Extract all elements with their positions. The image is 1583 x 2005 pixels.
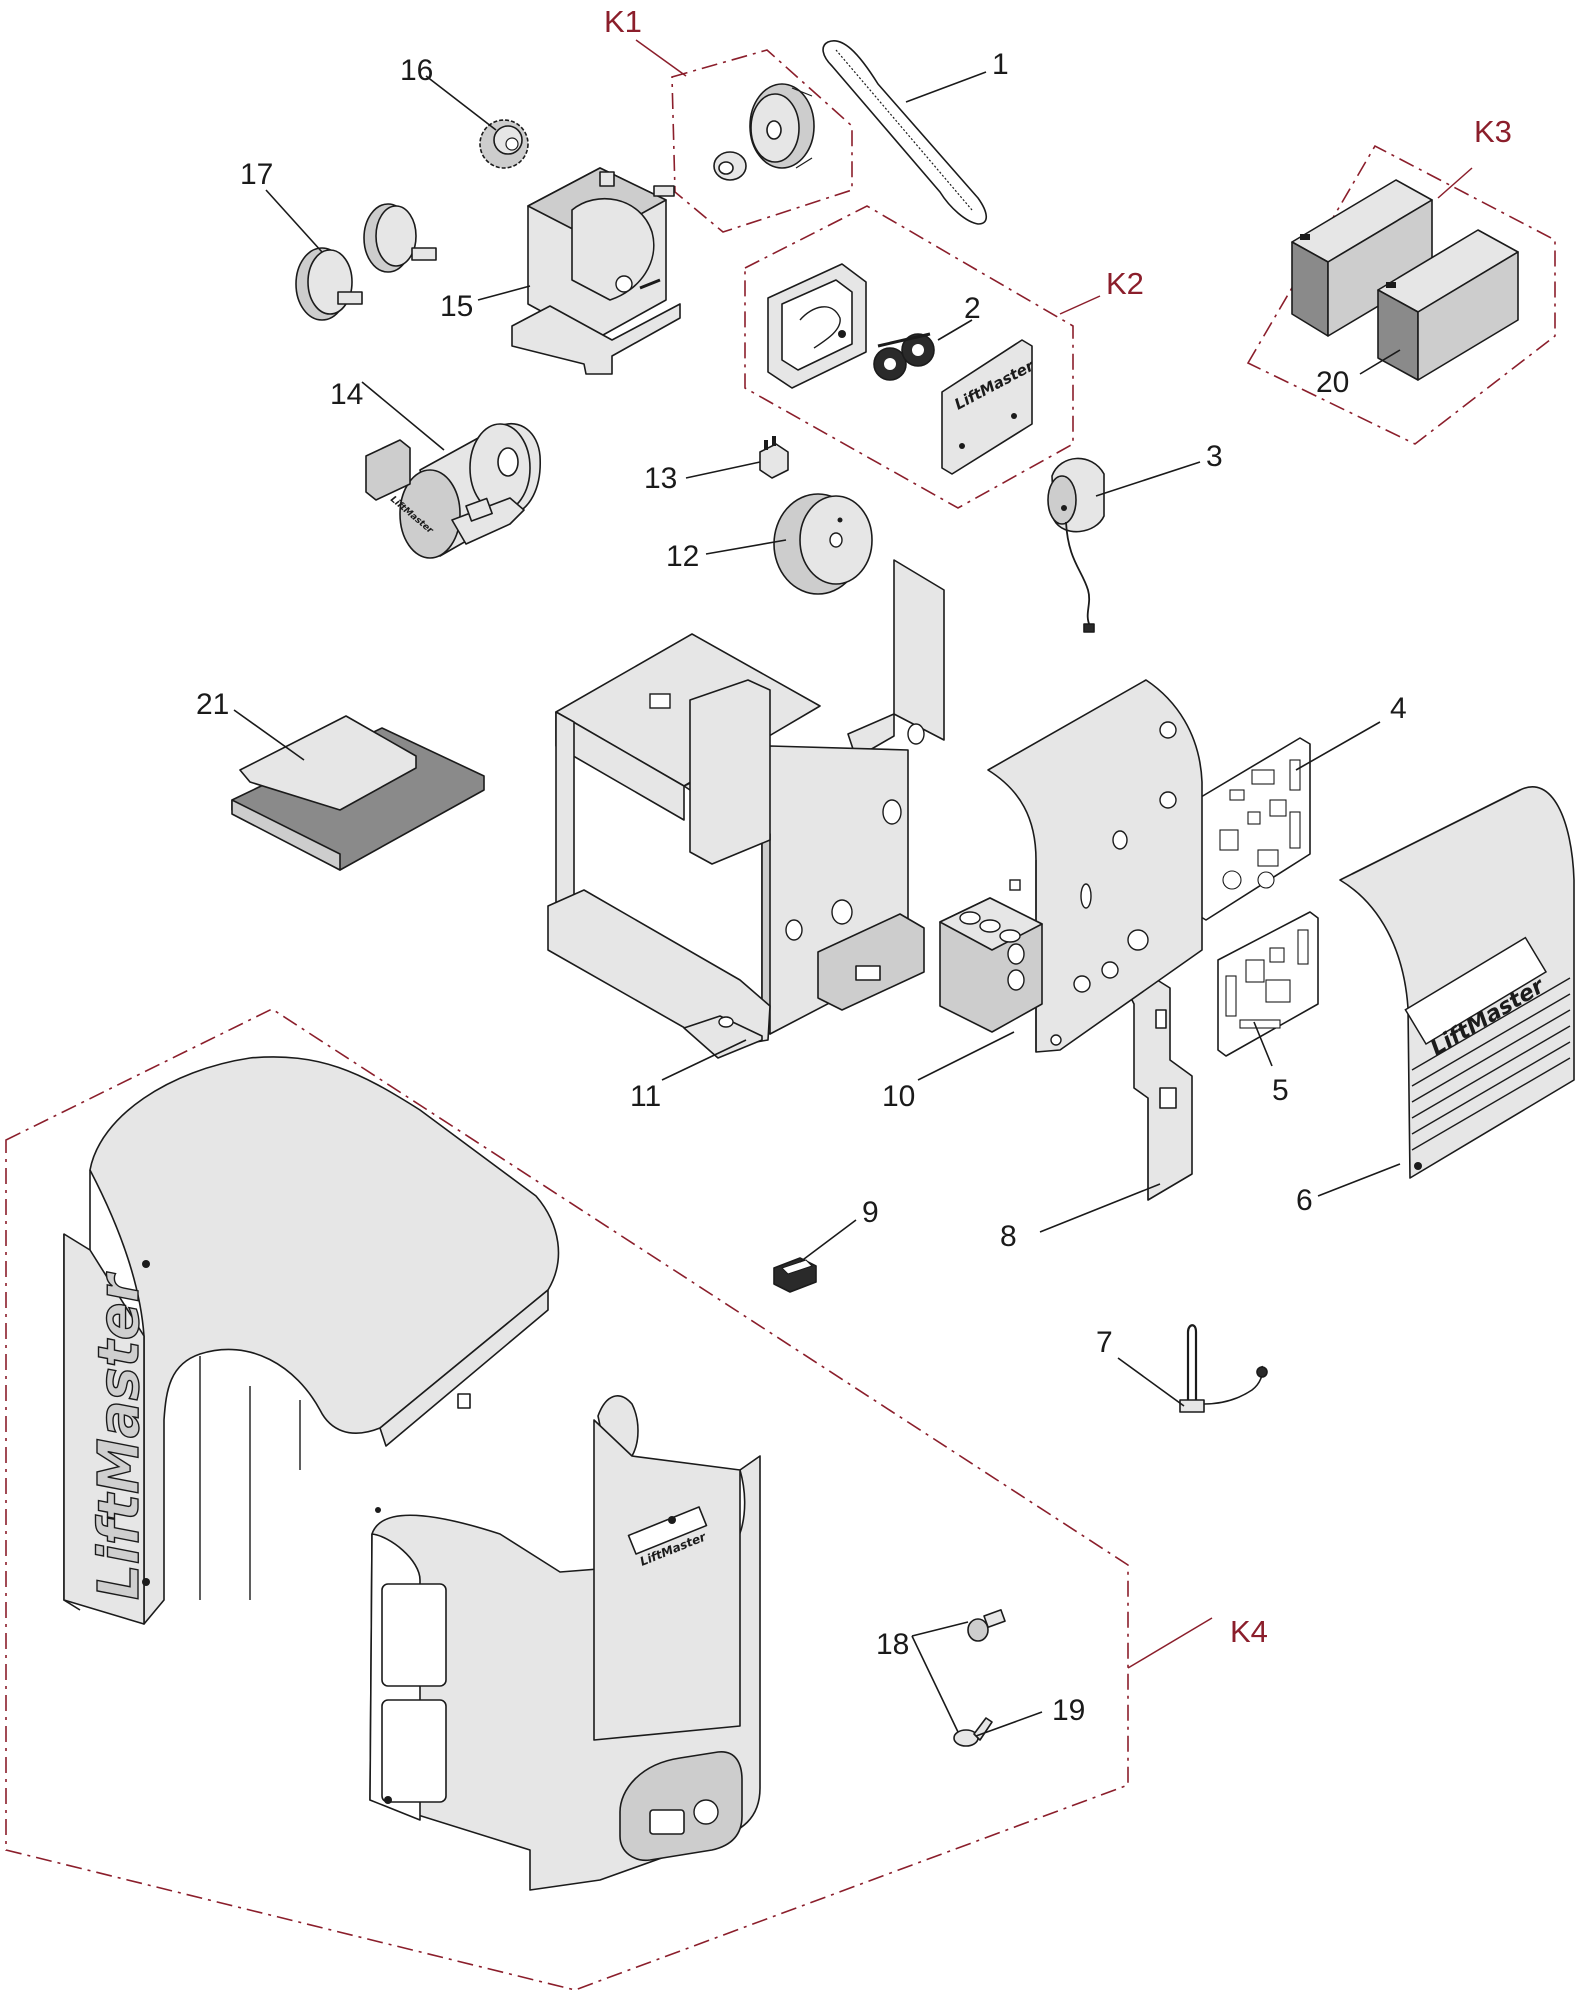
cover-lock xyxy=(967,1609,1006,1642)
part-label-11: 11 xyxy=(630,1080,661,1113)
kit-outline-k1 xyxy=(671,49,853,233)
limit-switch-housing xyxy=(767,263,867,389)
svg-text:LiftMaster: LiftMaster xyxy=(87,1271,152,1600)
main-frame xyxy=(547,559,945,1059)
part-label-19: 19 xyxy=(1052,1694,1085,1727)
part-label-21: 21 xyxy=(196,688,229,721)
brake-drum xyxy=(773,493,873,595)
housing-cover-front: LiftMaster xyxy=(369,1395,761,1891)
kit-label-k1: K1 xyxy=(604,4,642,39)
part-label-14: 14 xyxy=(330,378,363,411)
part-label-20: 20 xyxy=(1316,366,1349,399)
part-label-17: 17 xyxy=(240,158,273,191)
part-label-5: 5 xyxy=(1272,1074,1289,1107)
rocker-switch xyxy=(773,1257,817,1293)
drive-motor: LiftMaster xyxy=(365,422,541,559)
key xyxy=(953,1717,993,1747)
control-chassis xyxy=(939,679,1203,1053)
sprocket xyxy=(479,119,529,169)
drive-pulley xyxy=(749,83,815,169)
main-control-board xyxy=(1189,737,1311,921)
limit-cams xyxy=(873,332,935,381)
part-label-10: 10 xyxy=(882,1080,915,1113)
leader-lines xyxy=(233,39,1473,1737)
auxiliary-control-board xyxy=(1217,911,1319,1057)
battery-left xyxy=(1291,179,1433,337)
capacitor xyxy=(1047,457,1105,633)
part-label-9: 9 xyxy=(862,1196,879,1229)
mounting-plate xyxy=(1127,977,1193,1201)
part-label-18: 18 xyxy=(876,1628,909,1661)
v-pulleys xyxy=(295,203,437,321)
set-collar xyxy=(713,151,747,181)
part-label-6: 6 xyxy=(1296,1184,1313,1217)
kit-outline-k3 xyxy=(1246,144,1556,445)
part-label-8: 8 xyxy=(1000,1220,1017,1253)
drive-belt xyxy=(822,40,988,225)
part-label-3: 3 xyxy=(1206,440,1223,473)
part-label-12: 12 xyxy=(666,540,699,573)
part-label-13: 13 xyxy=(644,462,677,495)
part-label-2: 2 xyxy=(964,292,981,325)
kit-outline-k2 xyxy=(744,205,1074,509)
part-label-15: 15 xyxy=(440,290,473,323)
limit-switch-cover: LiftMaster xyxy=(941,339,1038,475)
kit-label-k3: K3 xyxy=(1474,114,1512,149)
terminal-switch xyxy=(759,436,789,479)
sensor-bracket xyxy=(1179,1324,1268,1413)
side-cover: LiftMaster xyxy=(1339,786,1575,1179)
part-label-1: 1 xyxy=(992,48,1009,81)
kit-label-k4: K4 xyxy=(1230,1614,1268,1649)
housing-cover-top: LiftMaster xyxy=(63,1056,560,1625)
part-label-4: 4 xyxy=(1390,692,1407,725)
part-label-7: 7 xyxy=(1096,1326,1113,1359)
battery-tray xyxy=(231,715,485,871)
kit-outline-k4 xyxy=(5,1008,1129,1991)
part-label-16: 16 xyxy=(400,54,433,87)
kit-label-k2: K2 xyxy=(1106,266,1144,301)
gearbox xyxy=(511,167,681,375)
